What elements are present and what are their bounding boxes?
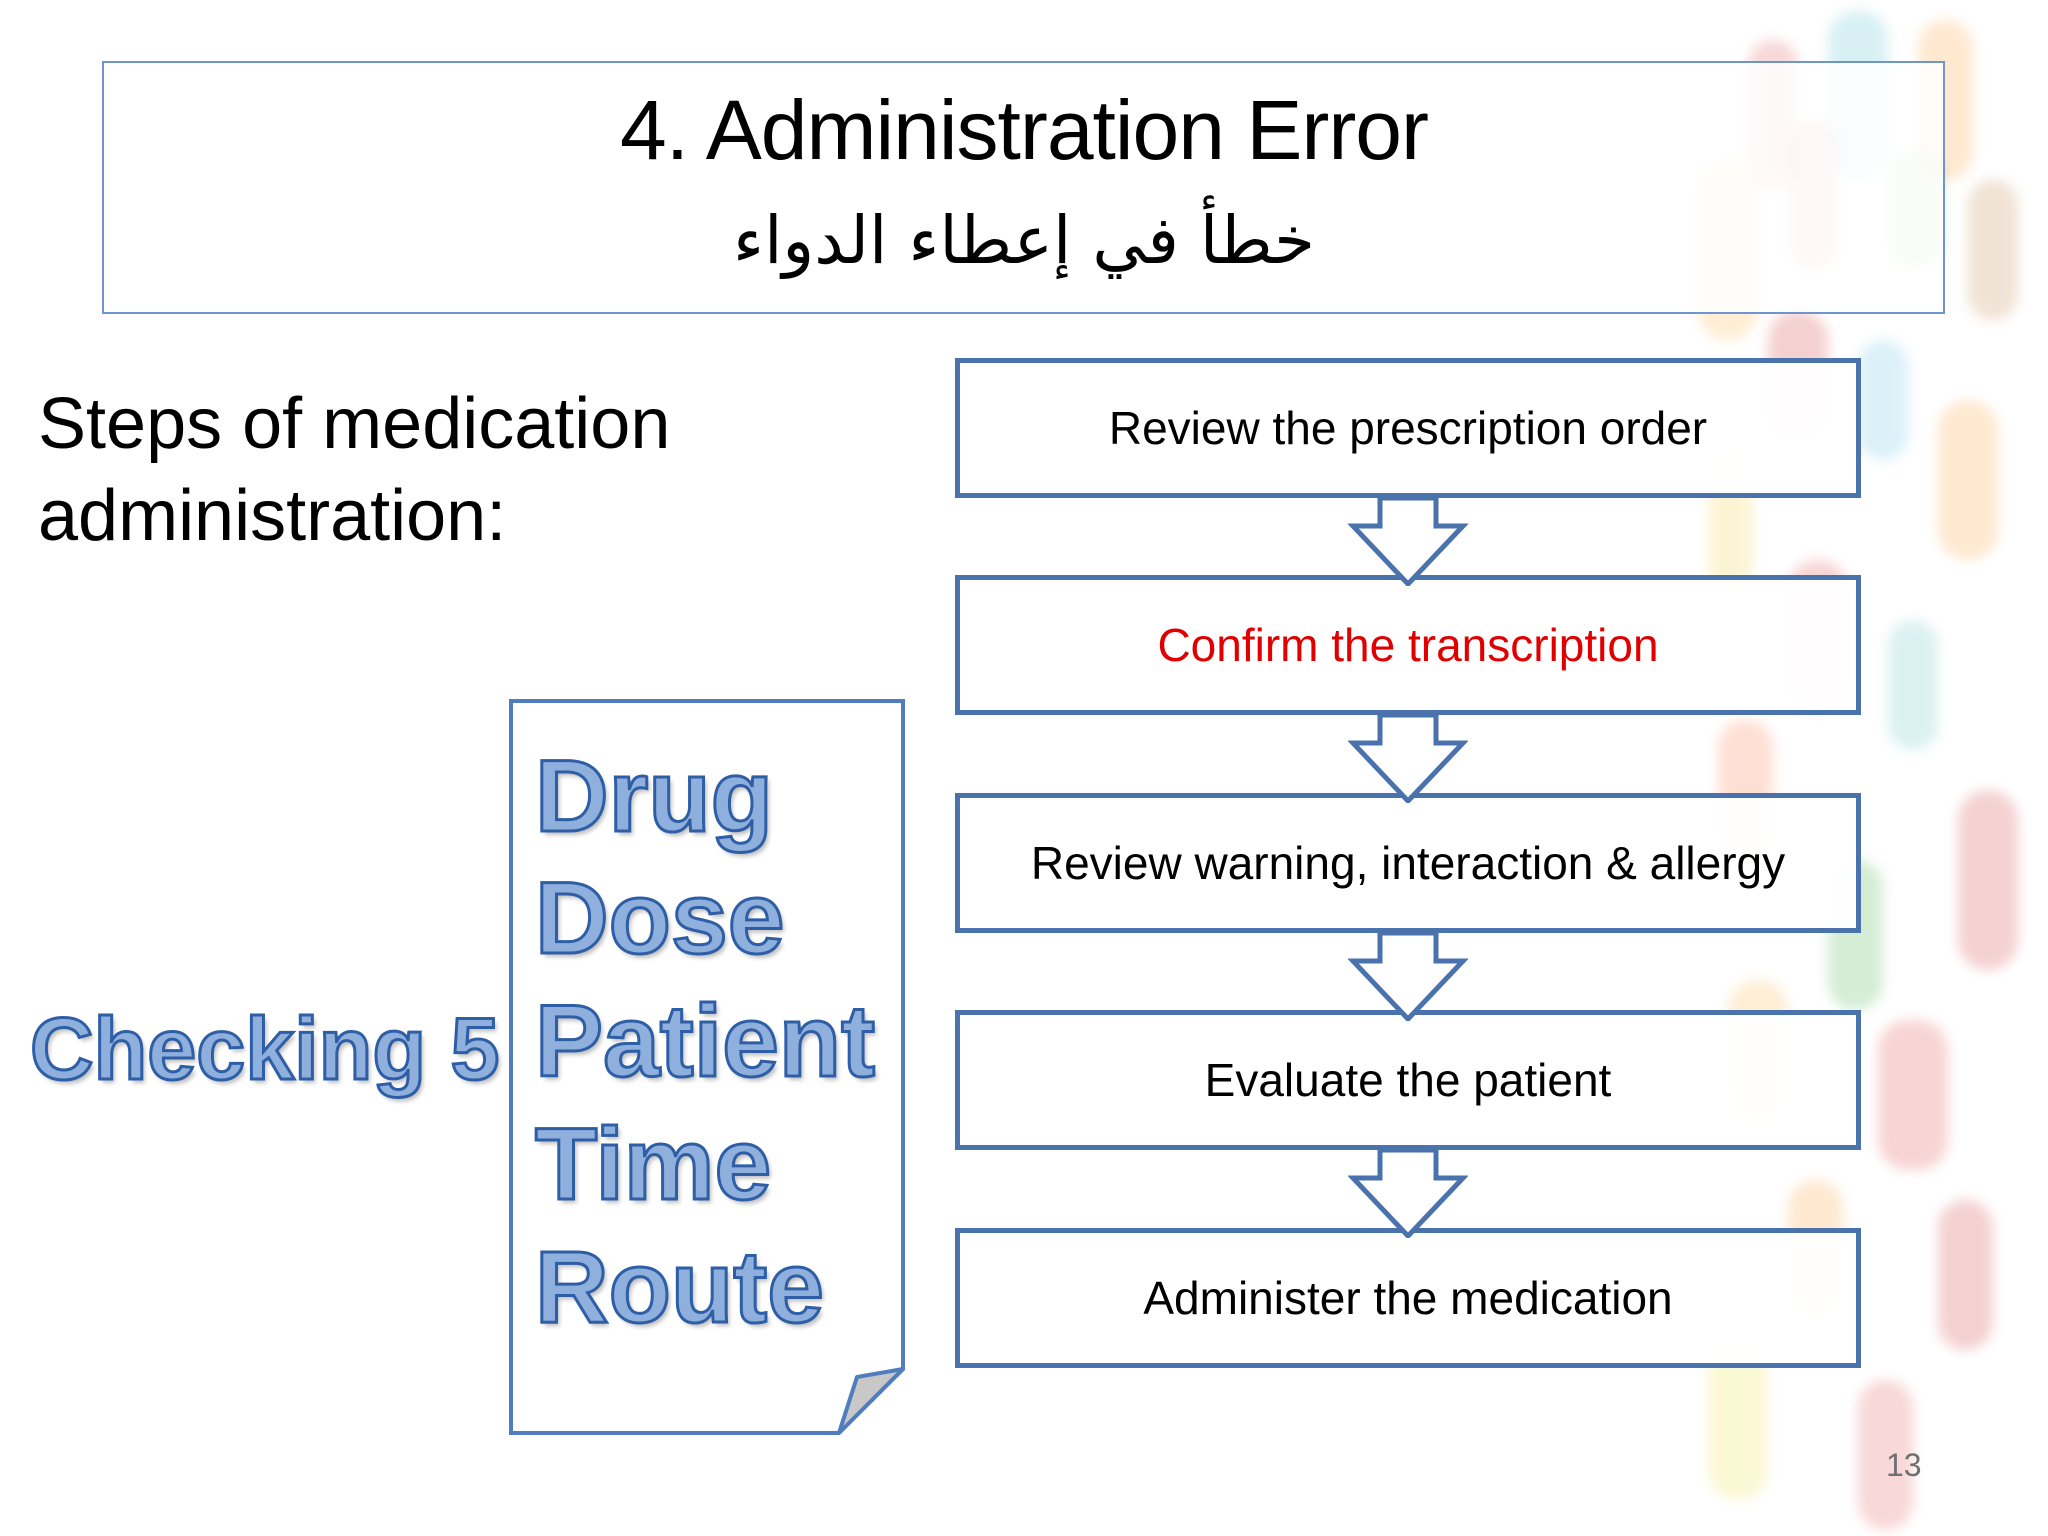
flow-step-administer-medication: Administer the medication <box>955 1228 1861 1368</box>
flow-step-evaluate-patient: Evaluate the patient <box>955 1010 1861 1150</box>
flow-step-label: Confirm the transcription <box>1157 619 1659 671</box>
flow-step-label: Evaluate the patient <box>1204 1054 1612 1106</box>
page-number: 13 <box>1886 1447 1922 1483</box>
section-heading: Steps of medication administration: <box>38 378 838 562</box>
checklist-document-shape <box>507 697 907 1437</box>
check-item-route: Route <box>534 1230 826 1344</box>
check-item-patient: Patient <box>533 984 876 1098</box>
down-arrow-icon <box>1348 931 1468 1021</box>
flow-step-review-prescription: Review the prescription order <box>955 358 1861 498</box>
check-item-dose: Dose <box>533 861 785 975</box>
section-heading-line-2: administration: <box>38 476 507 556</box>
slide-title-arabic: خطأ في إعطاء الدواء <box>733 202 1315 279</box>
down-arrow-icon <box>1348 1148 1468 1238</box>
flow-step-label: Review the prescription order <box>1108 402 1708 454</box>
check-item-time: Time <box>533 1107 772 1221</box>
down-arrow-icon <box>1348 496 1468 586</box>
title-box <box>102 61 1945 314</box>
down-arrow-icon <box>1348 713 1468 803</box>
section-heading-line-1: Steps of medication <box>38 384 671 464</box>
check-item-drug: Drug <box>534 739 775 853</box>
flow-step-confirm-transcription: Confirm the transcription <box>955 575 1861 715</box>
flow-step-label: Administer the medication <box>1143 1272 1673 1324</box>
flow-step-review-warnings: Review warning, interaction & allergy <box>955 793 1861 933</box>
slide-title: 4. Administration Error <box>620 83 1429 177</box>
checking-five-heading: Checking 5 <box>28 999 500 1098</box>
flow-step-label: Review warning, interaction & allergy <box>1030 837 1786 889</box>
